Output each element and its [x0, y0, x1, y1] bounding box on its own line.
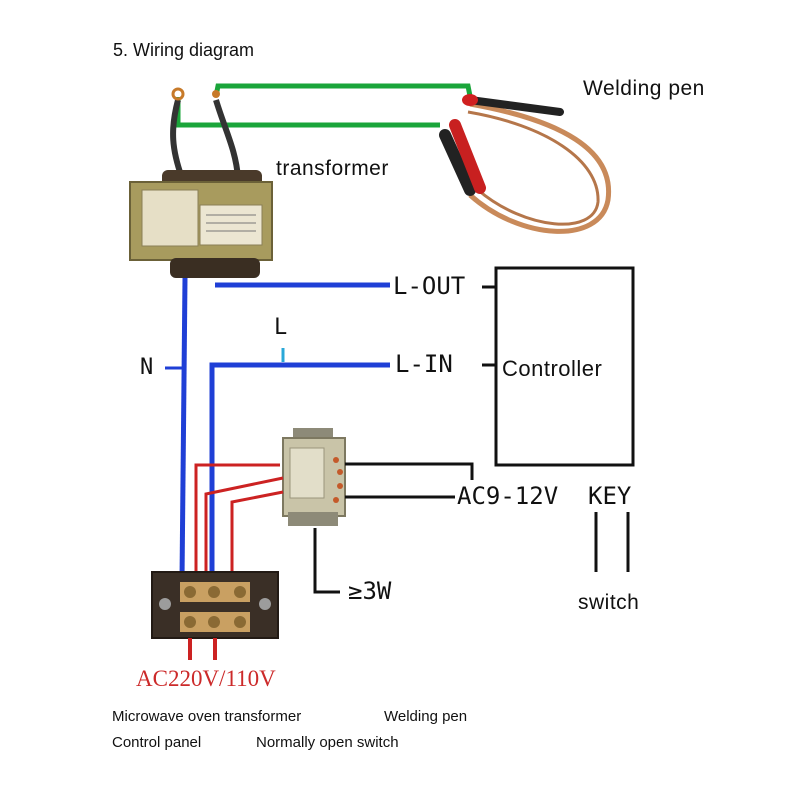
n-wire — [179, 277, 188, 581]
controller-box — [494, 266, 635, 467]
ring-terminal-right — [212, 90, 220, 98]
red-wire-2 — [204, 476, 284, 580]
transformer-spec-plate — [199, 204, 263, 246]
transformer-lead-left — [170, 99, 185, 180]
mains-voltage-label: AC220V/110V — [136, 666, 276, 691]
ring-terminal-left — [171, 87, 185, 101]
controller-label: Controller — [502, 356, 603, 381]
terminal-block — [151, 571, 279, 660]
mains-wires — [179, 277, 390, 581]
legend-welding-pen: Welding pen — [384, 708, 468, 725]
legend-control-panel: Control panel — [112, 734, 202, 751]
red-wire-1 — [194, 463, 280, 580]
small-transformer — [282, 428, 346, 526]
ac-wire-1 — [345, 462, 474, 480]
l-out-label: L-OUT — [393, 272, 466, 300]
welding-pen-label: Welding pen — [583, 77, 705, 100]
power-rating-wire — [313, 528, 340, 594]
transformer-label: transformer — [276, 157, 389, 180]
power-rating-label: ≥3W — [348, 577, 392, 605]
l-label: L — [274, 315, 288, 340]
transformer-lead-right — [213, 99, 241, 179]
microwave-transformer — [129, 87, 273, 278]
l-in-label: L-IN — [395, 350, 453, 378]
control-wires — [313, 462, 630, 594]
switch-label: switch — [578, 591, 640, 614]
pen-probe-upper — [466, 96, 564, 116]
primary-red-wires — [194, 463, 284, 580]
mount-screw-left — [159, 598, 171, 610]
small-transformer-label — [289, 447, 325, 499]
pen-cable-a — [468, 101, 612, 234]
ac-voltage-label: AC9-12V — [457, 482, 559, 510]
n-label: N — [140, 355, 154, 380]
diagram-heading: 5. Wiring diagram — [113, 40, 255, 60]
pen-cable-b — [467, 110, 600, 226]
key-label: KEY — [588, 482, 632, 510]
pen-probe-lower — [439, 129, 476, 196]
small-transformer-bottom — [288, 512, 338, 526]
transformer-bottom-coil — [170, 258, 260, 278]
welding-pen — [439, 94, 612, 234]
pen-tip-upper — [462, 94, 478, 106]
transformer-label-plate — [141, 189, 199, 247]
mount-screw-right — [259, 598, 271, 610]
l-in-wire — [209, 362, 390, 580]
red-wire-3 — [230, 490, 284, 580]
pen-probe-lower-red — [449, 119, 486, 194]
green-wire-upper — [213, 83, 473, 97]
legend-microwave-transformer: Microwave oven transformer — [112, 708, 302, 725]
legend-normally-open-switch: Normally open switch — [256, 734, 399, 751]
